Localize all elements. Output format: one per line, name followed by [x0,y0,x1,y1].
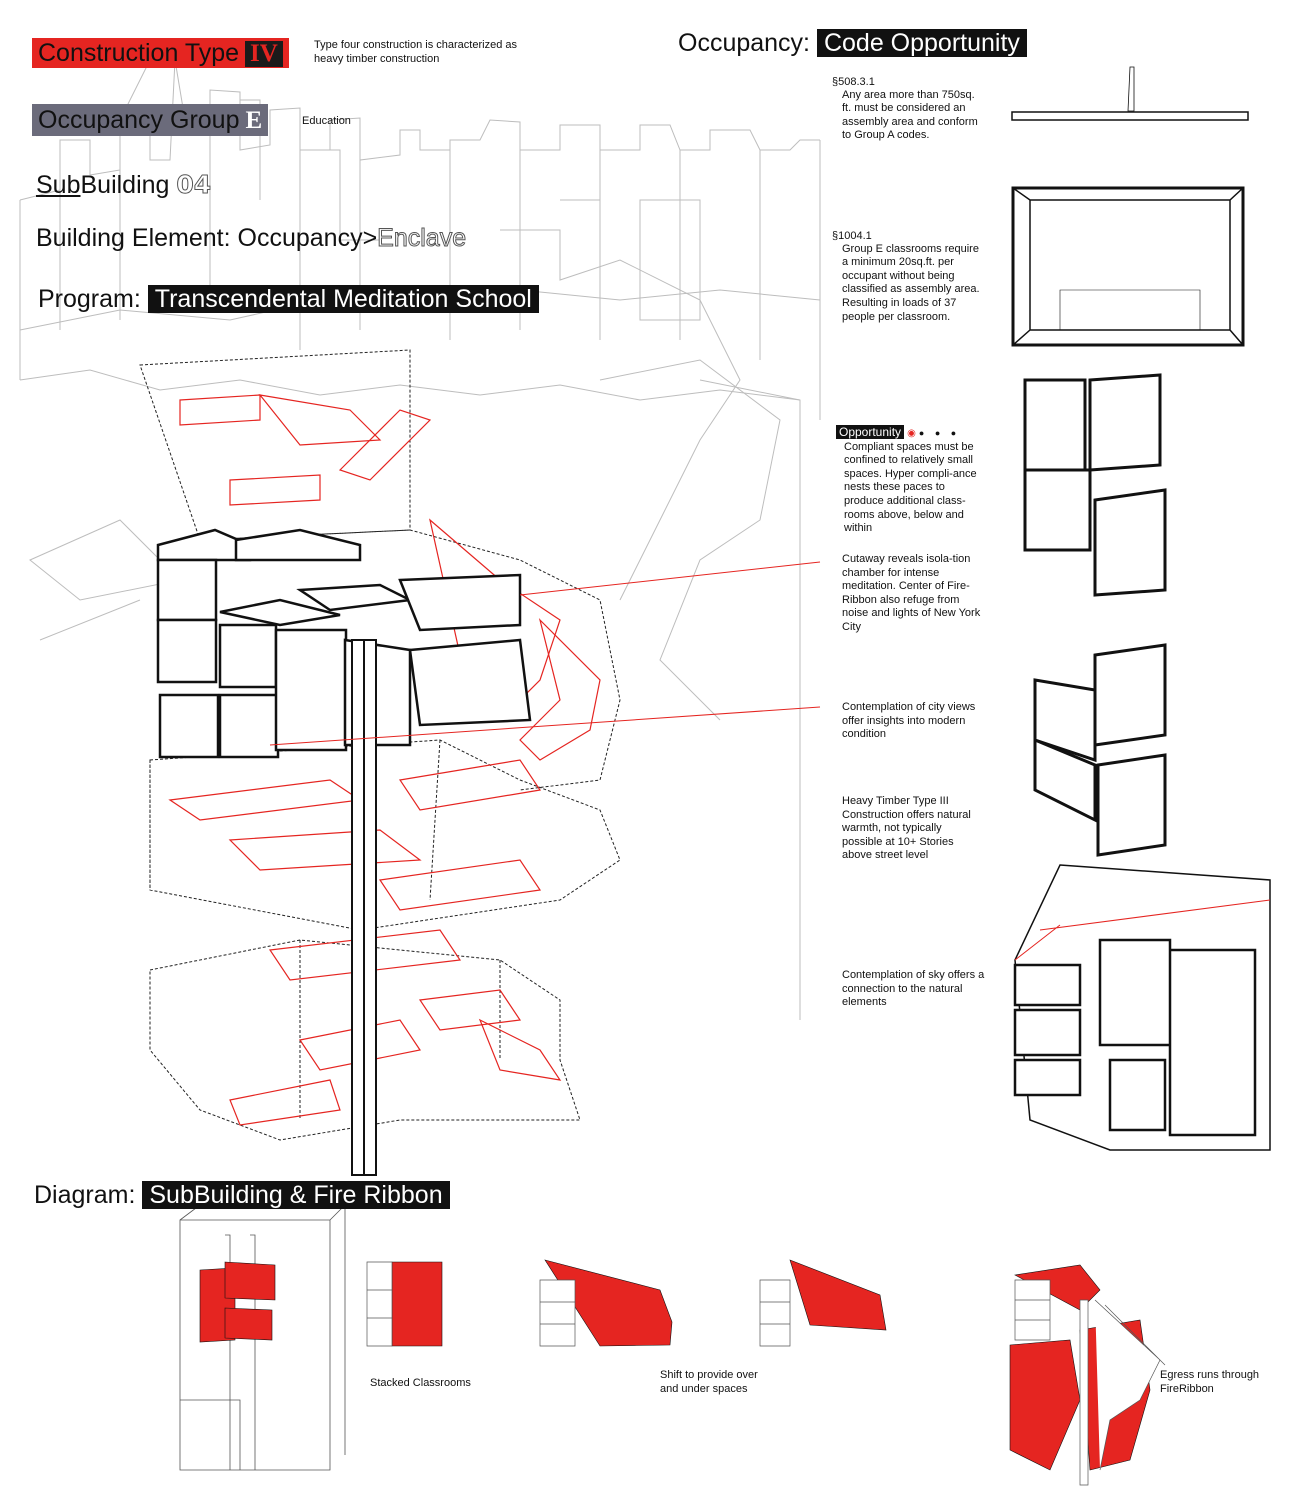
callout-leaders [269,561,821,746]
occupancy-group-roman: E [245,107,263,134]
caption-stacked: Stacked Classrooms [370,1377,471,1389]
occupancy-section-value: Code Opportunity [816,29,1027,57]
annotation-city-views: Contemplation of city views offer insigh… [842,701,976,741]
code-text: Group E classrooms require a minimum 20s… [842,242,980,323]
occupancy-section-title: Occupancy: Code Opportunity [678,28,1027,58]
classroom-cluster [156,528,532,759]
section-symbol: § [832,230,839,242]
annotation-sky: Contemplation of sky offers a connection… [842,969,985,1009]
building-element-value: Enclave [377,224,467,253]
annotation-cutaway: Cutaway reveals isola-tion chamber for i… [842,553,981,633]
diagram-value: SubBuilding & Fire Ribbon [142,1181,450,1209]
code-number: 1004.1 [838,230,872,242]
code-note-508: §508.3.1 Any area more than 750sq. ft. m… [832,76,982,143]
code-number: 508.3.1 [838,76,875,88]
code-diagrams [1011,66,1271,1151]
opportunity-dots: ● ● ● [918,428,961,438]
bottom-diagram-cubes [366,1261,1166,1486]
fire-ribbon-stairs [168,394,601,1126]
annotation-heavy-timber: Heavy Timber Type III Construction offer… [842,795,971,862]
city-skyline [19,59,821,1020]
program-label: Program: [38,285,141,313]
construction-type-roman: IV [245,41,283,67]
caption-egress: Egress runs through FireRibbon [1160,1369,1260,1395]
subbuilding-rest: Building [80,171,170,199]
opportunity-marker-icon: ◉ [907,428,916,439]
opportunity-tag: Opportunity [836,425,905,439]
construction-type-note: Type four construction is characterized … [314,39,517,65]
subbuilding-sub: Sub [36,171,81,199]
diagram-label: Diagram: [34,1181,136,1209]
occupancy-section-label: Occupancy: [678,29,811,57]
central-column [351,639,377,1176]
building-element-title: Building Element: Occupancy>Enclave [36,223,467,253]
construction-type-label: Construction Type [38,39,240,67]
dashed-volumes [139,349,621,1141]
bottom-diagram-fills [199,1259,1151,1471]
opportunity-note: Opportunity ◉ ● ● ● Compliant spaces mus… [836,425,986,536]
code-note-1004: §1004.1 Group E classrooms require a min… [832,230,982,324]
program-value: Transcendental Meditation School [147,285,539,313]
occupancy-group-label: Occupancy Group [38,106,240,134]
program-title: Program: Transcendental Meditation Schoo… [38,284,539,314]
opportunity-text: Compliant spaces must be confined to rel… [844,440,977,535]
section-symbol: § [832,76,839,88]
subbuilding-number: 04 [176,170,212,200]
occupancy-group-note: Education [302,115,351,127]
subbuilding-title: SubBuilding 04 [36,170,212,200]
caption-shift: Shift to provide over and under spaces [660,1369,758,1395]
diagram-title: Diagram: SubBuilding & Fire Ribbon [34,1180,450,1210]
building-element-label: Building Element: Occupancy> [36,224,378,252]
code-text: Any area more than 750sq. ft. must be co… [842,88,978,142]
